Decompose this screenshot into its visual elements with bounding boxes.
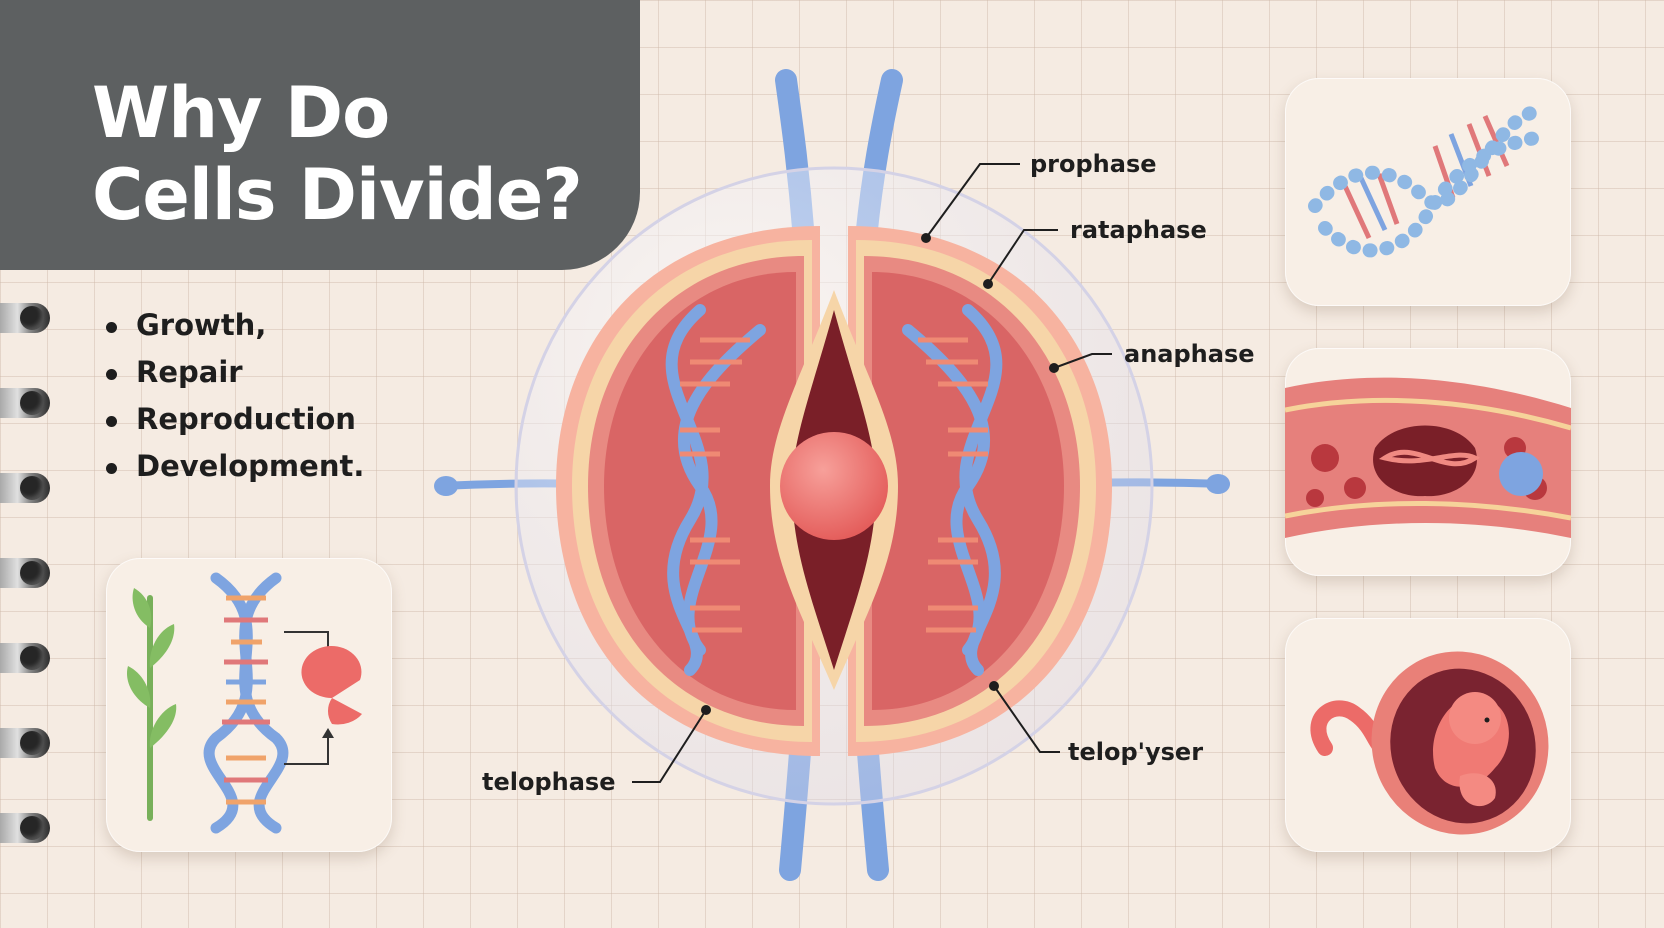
chromosome-left bbox=[665, 304, 766, 676]
label-telophase: telophase bbox=[482, 768, 616, 796]
pacman-cell-icon bbox=[301, 646, 362, 725]
page-title-line-1: Why Do bbox=[92, 72, 390, 154]
notebook-ring-icon bbox=[0, 558, 50, 588]
label-rataphase: rataphase bbox=[1070, 216, 1207, 244]
plant-icon bbox=[126, 588, 177, 821]
reason-item: Reproduction bbox=[104, 402, 364, 449]
notebook-ring-icon bbox=[0, 388, 50, 418]
label-anaphase: anaphase bbox=[1124, 340, 1255, 368]
reasons-list: Growth, Repair Reproduction Development. bbox=[104, 308, 364, 496]
nucleus bbox=[780, 432, 888, 540]
growth-illustration-card bbox=[106, 558, 392, 852]
embryo-card bbox=[1285, 618, 1571, 852]
daughter-cell-left bbox=[556, 226, 820, 756]
notebook-ring-icon bbox=[0, 813, 50, 843]
leader-lines bbox=[632, 163, 1112, 783]
notebook-ring-icon bbox=[0, 643, 50, 673]
reason-item: Development. bbox=[104, 449, 364, 496]
dna-helix-icon bbox=[1308, 105, 1542, 258]
page-title-line-2: Cells Divide? bbox=[92, 154, 583, 236]
embryo-icon bbox=[1310, 651, 1549, 835]
blood-vessel-card bbox=[1285, 348, 1571, 576]
dna-helix-card bbox=[1285, 78, 1571, 306]
label-prophase: prophase bbox=[1030, 150, 1157, 178]
title-panel: Why Do Cells Divide? bbox=[0, 0, 640, 270]
reason-item: Repair bbox=[104, 355, 364, 402]
label-telopyser: telop'yser bbox=[1068, 738, 1204, 766]
notebook-ring-icon bbox=[0, 728, 50, 758]
blood-vessel-icon bbox=[1285, 377, 1571, 538]
chromosome-right bbox=[902, 304, 1003, 676]
dna-icon bbox=[203, 572, 289, 834]
reason-item: Growth, bbox=[104, 308, 364, 355]
notebook-ring-icon bbox=[0, 303, 50, 333]
notebook-ring-icon bbox=[0, 473, 50, 503]
